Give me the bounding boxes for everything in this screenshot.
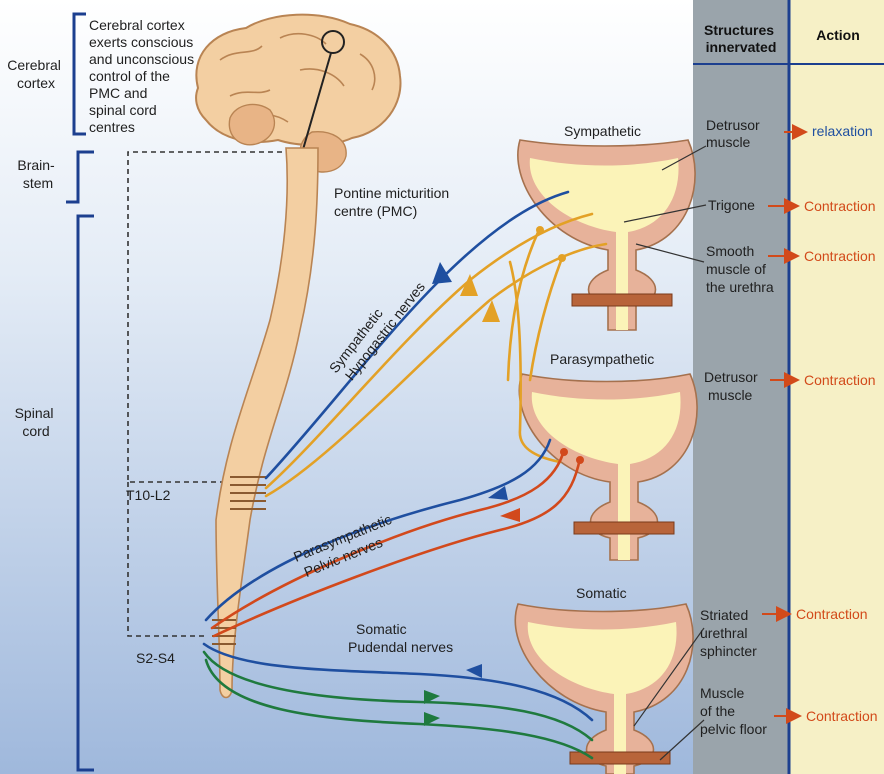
sympathetic-bladder-label: Sympathetic: [564, 123, 641, 139]
action-label: Contraction: [804, 372, 876, 388]
t10-l2-label: T10-L2: [126, 487, 171, 503]
action-header: Action: [816, 27, 860, 43]
action-label: Contraction: [796, 606, 868, 622]
somatic-bladder-label: Somatic: [576, 585, 627, 601]
action-label: Contraction: [806, 708, 878, 724]
parasympathetic-bladder-label: Parasympathetic: [550, 351, 654, 367]
structure-label: Trigone: [708, 197, 755, 213]
s2-s4-label: S2-S4: [136, 650, 175, 666]
structures-header: Structures innervated: [704, 22, 778, 55]
action-label: Contraction: [804, 198, 876, 214]
structure-label: Striated urethral sphincter: [700, 607, 757, 659]
action-label: relaxation: [812, 123, 873, 139]
action-label: Contraction: [804, 248, 876, 264]
